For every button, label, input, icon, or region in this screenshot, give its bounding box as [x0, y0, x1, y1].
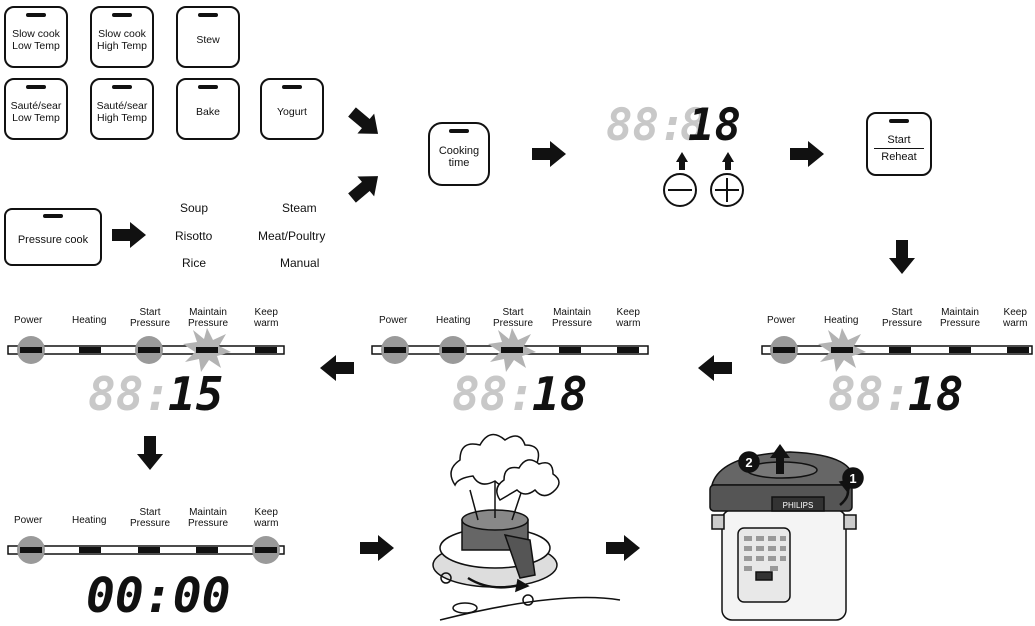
label-maintain-pressure: Maintain Pressure — [940, 307, 981, 329]
steam-release-icon — [432, 433, 621, 621]
label-power: Power — [14, 515, 43, 526]
svg-text:18: 18 — [532, 367, 587, 421]
arrow-down-icon — [889, 240, 915, 274]
pressure-cook-button[interactable]: Pressure cook — [4, 208, 102, 266]
svg-text:00:00: 00:00 — [86, 568, 231, 624]
yogurt-button[interactable]: Yogurt — [260, 78, 324, 140]
mode-soup: Soup — [180, 201, 209, 215]
label-power: Power — [767, 315, 796, 326]
reheat-label: Reheat — [881, 150, 917, 163]
label-maintain-pressure: Maintain Pressure — [552, 307, 593, 329]
arrow-right-icon — [532, 141, 566, 167]
arrow-right-icon — [606, 535, 640, 561]
status-bar-keep-warm — [7, 536, 285, 564]
label-start-pressure: Start Pressure — [130, 507, 171, 529]
label-keep-warm: Keep warm — [254, 507, 279, 529]
arrow-left-icon — [698, 355, 732, 381]
arrow-right-icon — [360, 535, 394, 561]
svg-text:18: 18 — [688, 100, 741, 151]
label-heating: Heating — [72, 315, 107, 326]
arrow-left-icon — [320, 355, 354, 381]
label-start-pressure: Start Pressure — [493, 307, 534, 329]
display-heating: 88: 18 — [828, 367, 963, 421]
plus-icon[interactable] — [710, 173, 744, 207]
status-bar-maintain — [7, 328, 285, 372]
start-label: Start — [887, 133, 911, 146]
label-start-pressure: Start Pressure — [130, 307, 171, 329]
svg-text:8: 8 — [680, 100, 707, 151]
svg-text:88:: 88: — [828, 367, 911, 421]
label-power: Power — [379, 315, 408, 326]
pressure-cooker-icon: PHILIPS 2 1 — [709, 444, 864, 621]
saute-sear-low-temp-button[interactable]: Sauté/sear Low Temp — [4, 78, 68, 140]
label-maintain-pressure: Maintain Pressure — [188, 307, 229, 329]
svg-text:PHILIPS: PHILIPS — [783, 501, 814, 510]
label-heating: Heating — [436, 315, 471, 326]
saute-sear-high-temp-button[interactable]: Sauté/sear High Temp — [90, 78, 154, 140]
mode-rice: Rice — [182, 256, 207, 270]
arrow-up-icon — [676, 152, 688, 170]
arrow-down-icon — [137, 436, 163, 470]
label-start-pressure: Start Pressure — [882, 307, 923, 329]
mode-meat-poultry: Meat/Poultry — [258, 229, 326, 243]
minus-icon[interactable] — [663, 173, 697, 207]
mode-risotto: Risotto — [175, 229, 213, 243]
display-start-pressure: 88: 18 — [452, 367, 587, 421]
label-keep-warm: Keep warm — [1003, 307, 1028, 329]
svg-text:88:: 88: — [88, 367, 171, 421]
svg-text:88:: 88: — [606, 100, 685, 151]
start-reheat-button[interactable]: Start Reheat — [866, 112, 932, 176]
label-keep-warm: Keep warm — [254, 307, 279, 329]
slow-cook-high-temp-button[interactable]: Slow cook High Temp — [90, 6, 154, 68]
label-heating: Heating — [72, 515, 107, 526]
label-keep-warm: Keep warm — [616, 307, 641, 329]
arrow-right-icon — [343, 166, 387, 208]
time-set-display: 88: 8 18 — [606, 100, 744, 207]
display-maintain: 88: 15 — [88, 367, 223, 421]
divider — [874, 147, 924, 149]
svg-text:1: 1 — [849, 471, 856, 486]
cooking-time-button[interactable]: Cooking time — [428, 122, 490, 186]
svg-text:15: 15 — [168, 367, 223, 421]
bake-button[interactable]: Bake — [176, 78, 240, 140]
svg-text:18: 18 — [908, 367, 963, 421]
stew-button[interactable]: Stew — [176, 6, 240, 68]
slow-cook-low-temp-button[interactable]: Slow cook Low Temp — [4, 6, 68, 68]
mode-manual: Manual — [280, 256, 320, 270]
label-heating: Heating — [824, 315, 859, 326]
arrow-up-icon — [770, 444, 790, 458]
arrow-up-icon — [722, 152, 734, 170]
status-bar-heating — [761, 328, 1033, 372]
svg-text:88:: 88: — [452, 367, 535, 421]
label-power: Power — [14, 315, 43, 326]
arrow-right-icon — [343, 102, 387, 144]
mode-steam: Steam — [282, 201, 317, 215]
status-bar-start-pressure — [371, 328, 649, 372]
svg-text:2: 2 — [745, 455, 752, 470]
arrow-right-icon — [790, 141, 824, 167]
label-maintain-pressure: Maintain Pressure — [188, 507, 229, 529]
display-keep-warm: 00:00 — [86, 568, 231, 624]
arrow-right-icon — [112, 222, 146, 248]
